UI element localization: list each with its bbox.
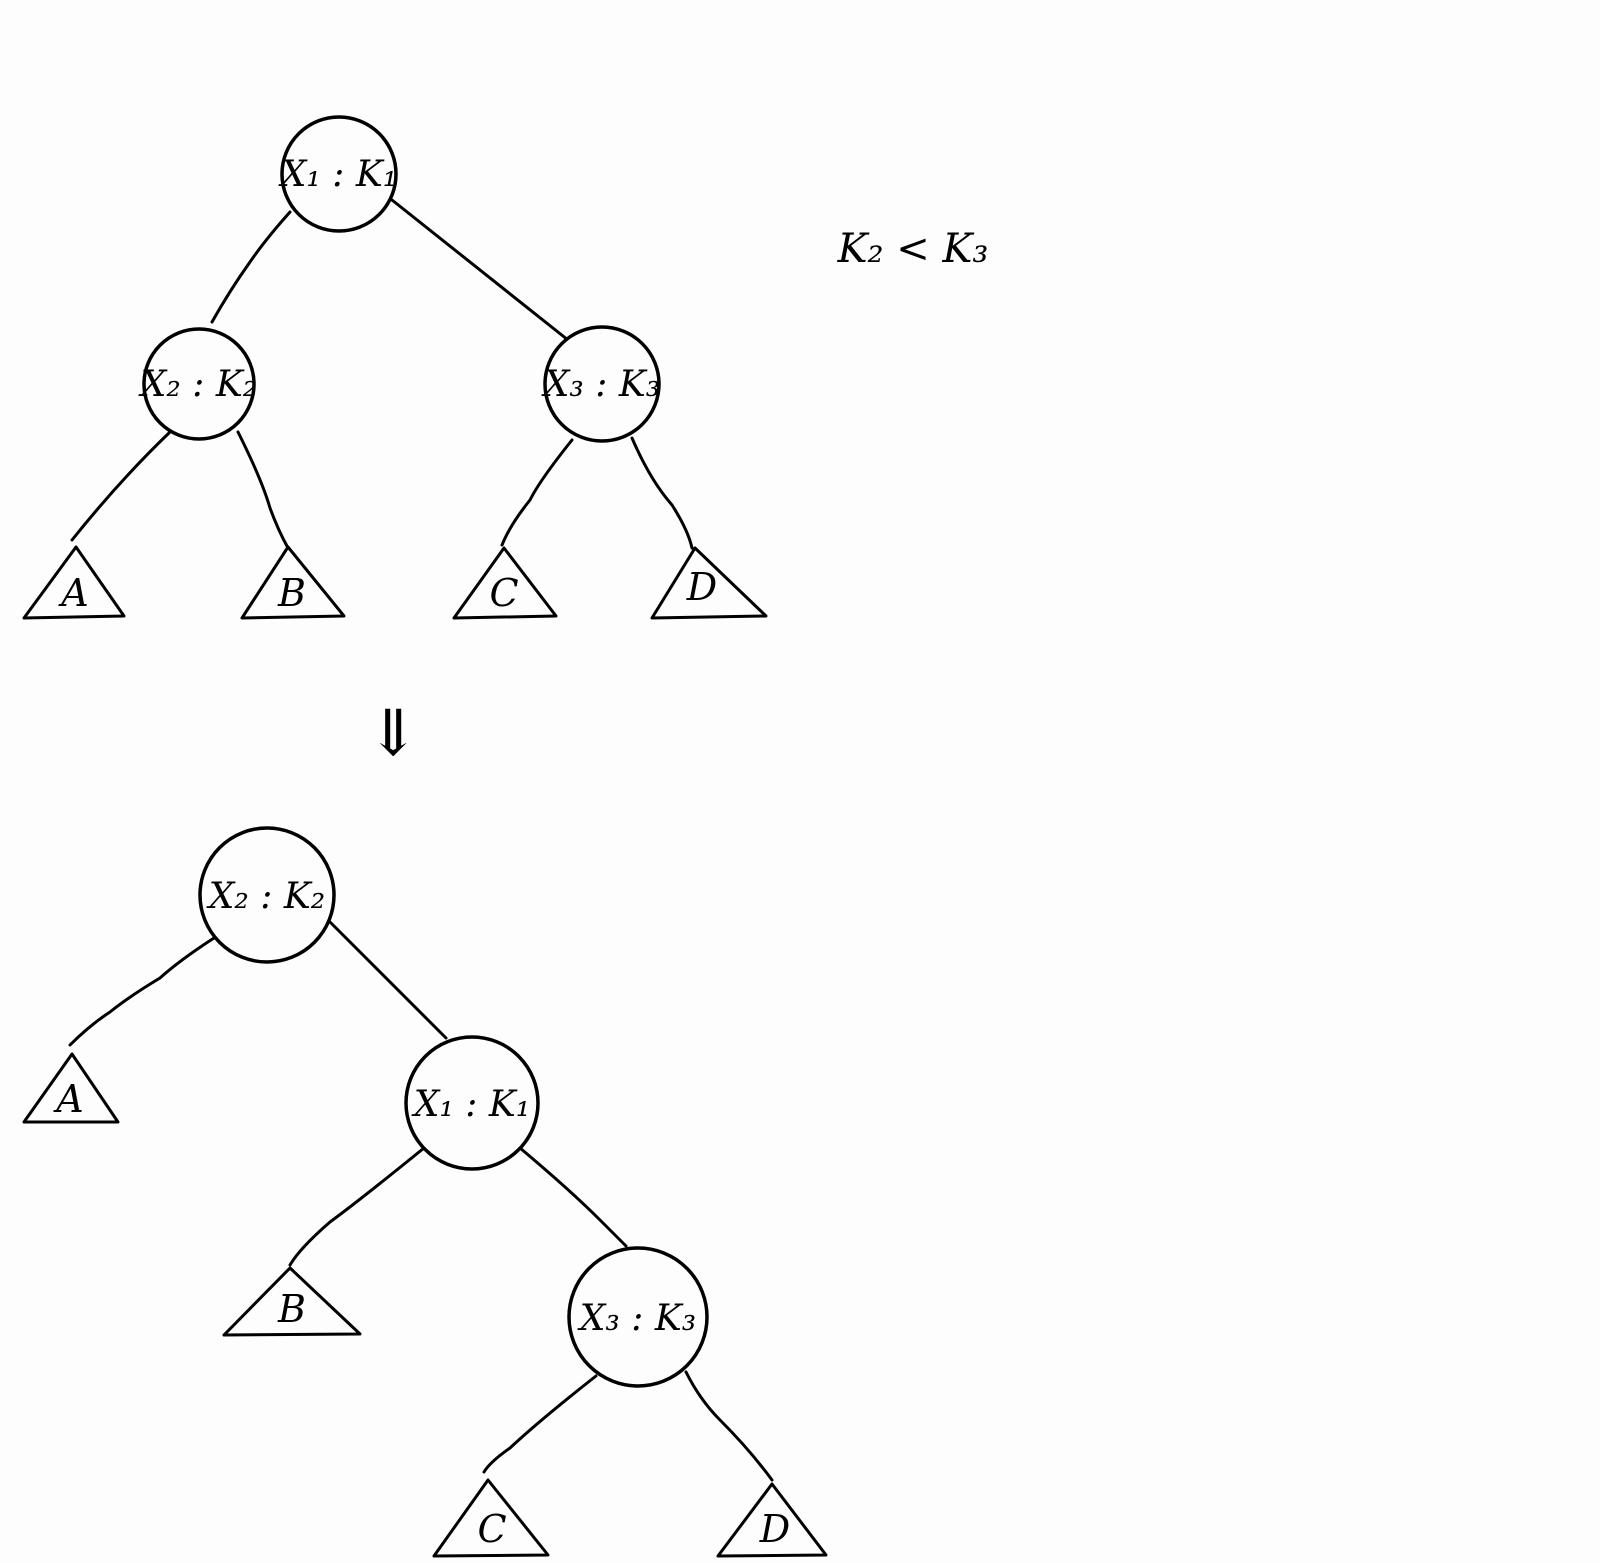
edge-x3-d-after (684, 1370, 774, 1482)
before-node-x1-label: X₁ : K₁ (278, 154, 397, 195)
edge-x2-a (70, 430, 172, 542)
edge-x1-x3 (518, 1146, 628, 1248)
after-node-x2 (198, 826, 336, 964)
edge-x2-b (236, 430, 290, 550)
edge-x3-c-after (482, 1374, 598, 1474)
before-tree: X₁ : K₁ X₂ : K₂ X₃ : K₃ A B C D (22, 115, 768, 620)
after-node-x2-label: X₂ : K₂ (206, 876, 325, 917)
edge-x1-x3 (390, 198, 570, 342)
before-leaf-b-triangle (240, 545, 346, 620)
after-leaf-b-label: B (277, 1287, 306, 1331)
after-leaf-a-label: A (53, 1077, 83, 1121)
edge-x2-x1 (328, 920, 448, 1040)
before-leaf-c-label: C (489, 571, 518, 615)
edge-x2-a-after (68, 936, 216, 1047)
before-node-x3 (543, 325, 661, 443)
after-leaf-c-label: C (477, 1507, 506, 1551)
after-node-x3-label: X₃ : K₃ (577, 1298, 696, 1339)
edge-x1-x2 (210, 210, 292, 324)
before-leaf-d-label: D (686, 565, 717, 609)
after-tree: X₂ : K₂ X₁ : K₁ X₃ : K₃ A B C D (22, 826, 828, 1558)
before-leaf-a-label: A (58, 571, 88, 615)
before-node-x3-label: X₃ : K₃ (541, 364, 660, 405)
after-leaf-d-triangle (716, 1482, 828, 1558)
edge-x3-c (500, 438, 574, 547)
after-leaf-d-label: D (759, 1507, 790, 1551)
before-leaf-c-triangle (452, 546, 558, 620)
before-node-x1 (280, 115, 398, 233)
after-leaf-c-triangle (432, 1478, 550, 1558)
before-node-x2 (142, 327, 256, 441)
before-node-x2-label: X₂ : K₂ (138, 364, 257, 405)
before-leaf-d-triangle (650, 546, 768, 620)
after-node-x3 (567, 1246, 709, 1388)
transform-arrow-icon: ⇓ (366, 697, 420, 771)
after-leaf-a-triangle (22, 1052, 120, 1124)
after-node-x1-label: X₁ : K₁ (411, 1084, 530, 1125)
edge-x3-d (630, 436, 694, 550)
before-leaf-a-triangle (22, 545, 126, 620)
before-leaf-b-label: B (277, 571, 306, 615)
after-node-x1 (404, 1035, 540, 1171)
edge-x1-b (288, 1146, 426, 1267)
after-leaf-b-triangle (222, 1266, 362, 1337)
condition-label: K₂ < K₃ (837, 226, 989, 272)
